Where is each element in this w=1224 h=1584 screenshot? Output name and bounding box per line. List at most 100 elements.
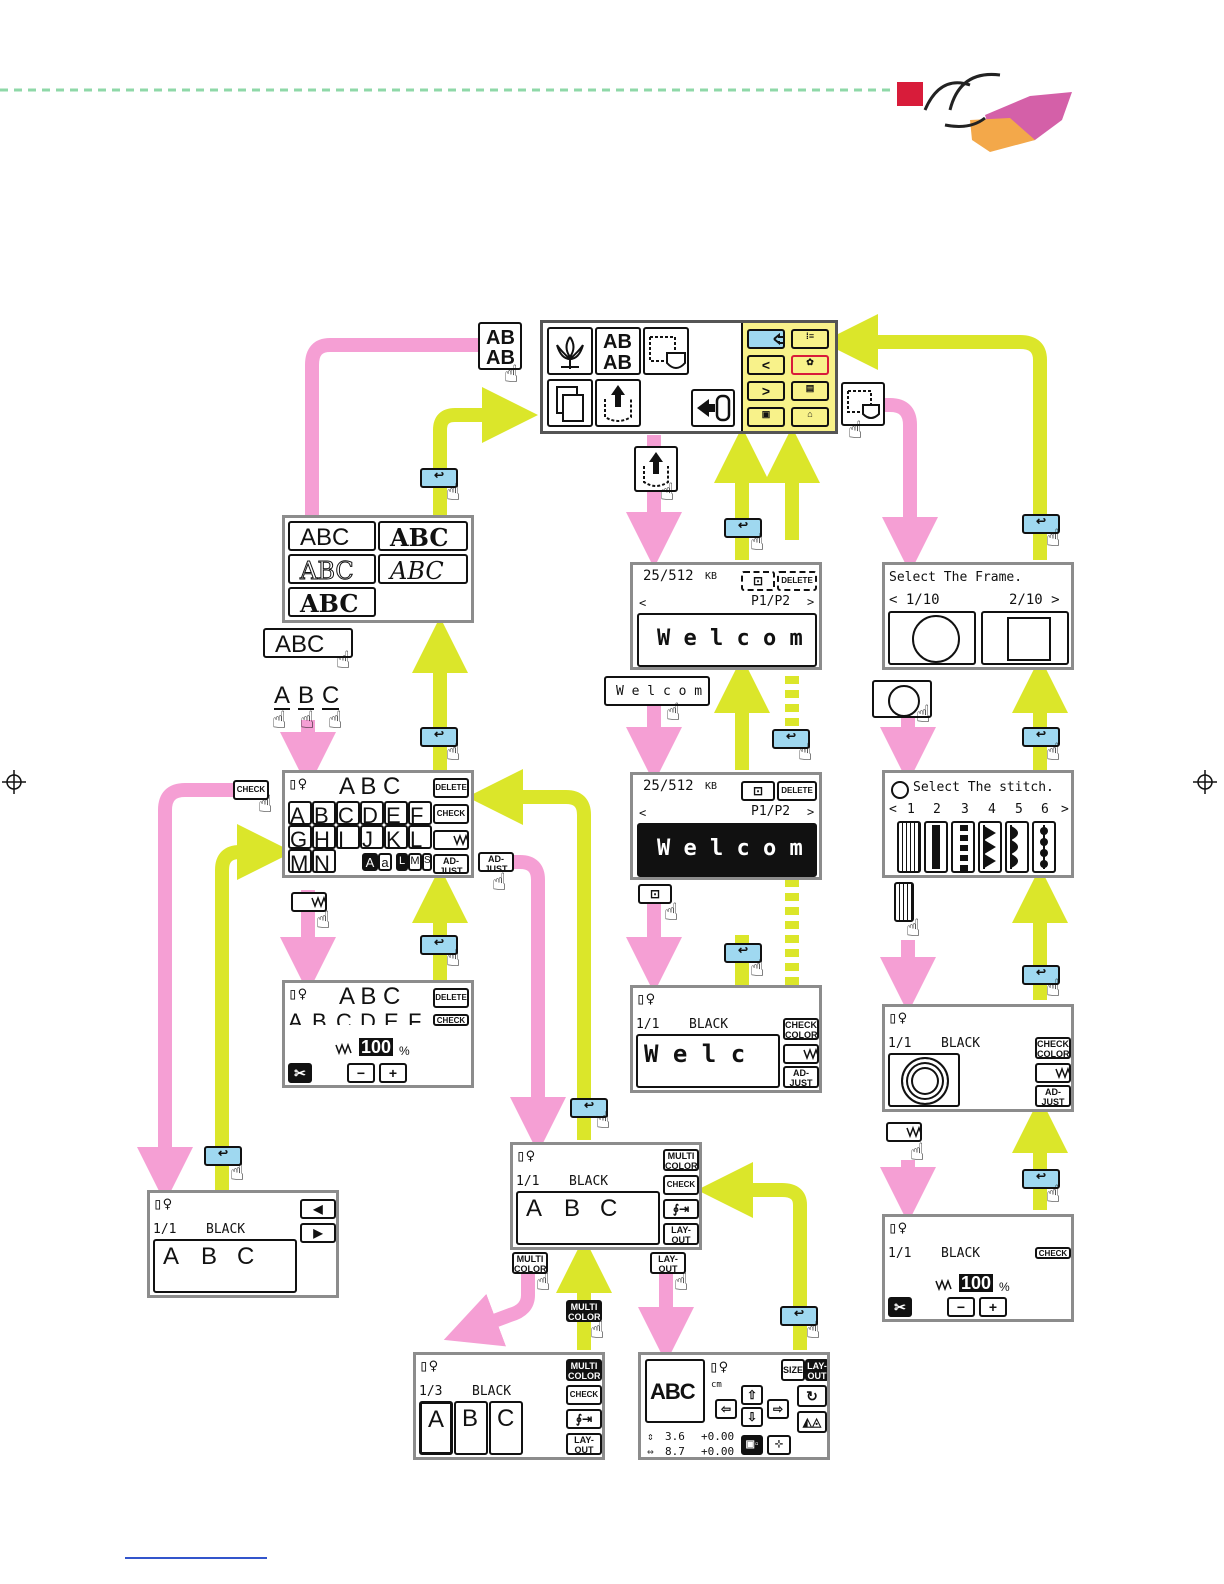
density-plus-button[interactable]: + (379, 1063, 407, 1083)
frame-square-button[interactable] (981, 611, 1069, 665)
end-button[interactable] (691, 389, 735, 427)
move-left-button[interactable]: ⇦ (715, 1399, 737, 1419)
memory-item-selected[interactable]: W e l c o m (637, 823, 817, 877)
thread-cut-button[interactable]: ∮⇥ (566, 1409, 602, 1429)
rotate-button[interactable]: ↻ (797, 1385, 827, 1407)
back-button[interactable]: ↩ (570, 1098, 608, 1118)
memory-hint-button[interactable] (634, 446, 678, 492)
page-prev[interactable]: < (639, 596, 647, 610)
setting-button[interactable]: ⌂ (791, 407, 829, 427)
back-button[interactable]: ↩ (420, 727, 458, 747)
frame-circle-hint[interactable] (872, 680, 932, 718)
next-pattern-button[interactable]: ▶ (300, 1223, 336, 1243)
letter-key[interactable]: G (288, 825, 312, 852)
back-button[interactable]: ↩ (1022, 1169, 1060, 1189)
prev-pattern-button[interactable]: ◀ (300, 1199, 336, 1219)
stitch-density-button[interactable] (1035, 1063, 1071, 1083)
frame-page-next[interactable]: 2/10 > (1009, 592, 1060, 608)
letter-key[interactable]: K (384, 825, 408, 852)
delete-button[interactable]: DELETE (777, 571, 817, 591)
letter-block[interactable]: A (419, 1401, 453, 1455)
center-button[interactable]: ⊹ (767, 1435, 791, 1455)
layout-button[interactable]: LAY-OUT (805, 1359, 827, 1381)
next-button[interactable]: > (747, 381, 785, 401)
letter-key[interactable]: E (384, 801, 408, 828)
scissors-button[interactable]: ✂ (288, 1063, 312, 1083)
prev-button[interactable]: < (747, 355, 785, 375)
check-button[interactable]: CHECK (433, 804, 469, 824)
embroidery-pattern-button[interactable] (547, 327, 593, 375)
memory-save-button[interactable]: ⊡ (741, 571, 775, 591)
size-button[interactable]: SIZE (781, 1359, 805, 1381)
delete-button[interactable]: DELETE (433, 988, 469, 1008)
letter-key[interactable]: D (360, 801, 384, 828)
adjust-button[interactable]: AD-JUST (433, 854, 469, 874)
letter-key[interactable]: A (288, 801, 312, 828)
letter-key[interactable]: C (336, 801, 360, 828)
font-button[interactable]: ABC (378, 554, 468, 584)
back-button[interactable]: ↩ (1022, 965, 1060, 985)
mirror-button[interactable]: ◭◬ (797, 1411, 827, 1433)
letter-block[interactable]: B (454, 1401, 488, 1455)
density-minus-button[interactable]: − (947, 1297, 975, 1317)
thread-cut-button[interactable]: ∮⇥ (663, 1199, 699, 1219)
font-button[interactable]: ABC (288, 521, 376, 551)
adjust-button[interactable]: AD-JUST (783, 1066, 819, 1088)
back-button[interactable]: ↩ (420, 935, 458, 955)
letter-key[interactable]: H (312, 825, 336, 852)
back-button[interactable] (747, 329, 785, 349)
stitch-option[interactable] (951, 821, 975, 873)
frame-circle-button[interactable] (888, 611, 976, 665)
uppercase-key[interactable]: A (362, 853, 378, 871)
stitch-option[interactable] (1005, 821, 1029, 873)
back-button[interactable]: ↩ (772, 729, 810, 749)
size-small-key[interactable]: S (422, 853, 432, 871)
letter-key[interactable]: L (408, 825, 432, 852)
size-medium-key[interactable]: M (408, 853, 422, 871)
back-button[interactable]: ↩ (420, 468, 458, 488)
stitch-density-button[interactable] (783, 1044, 819, 1064)
move-right-button[interactable]: ⇨ (767, 1399, 789, 1419)
presser-button[interactable]: ⁞≡ (791, 329, 829, 349)
letter-key[interactable]: B (312, 801, 336, 828)
stitch-density-button[interactable] (433, 830, 469, 850)
lowercase-key[interactable]: a (378, 853, 392, 871)
font-button[interactable]: ABC (288, 554, 376, 584)
frame-pattern-button[interactable] (643, 327, 689, 375)
character-hint-button[interactable]: AB AB (478, 322, 522, 370)
page-prev[interactable]: < (639, 806, 647, 820)
font-pick-hint[interactable]: ABC (263, 628, 353, 658)
move-down-button[interactable]: ⇩ (741, 1407, 763, 1427)
delete-button[interactable]: DELETE (433, 778, 469, 798)
check-hint-button[interactable]: CHECK (233, 780, 269, 800)
back-button[interactable]: ↩ (204, 1146, 242, 1166)
delete-button[interactable]: DELETE (777, 781, 817, 801)
help-button[interactable]: ▤ (791, 381, 829, 401)
back-button[interactable]: ↩ (724, 518, 762, 538)
stitch-option[interactable] (924, 821, 948, 873)
letter-block[interactable]: C (489, 1401, 523, 1455)
memory-button[interactable]: ▣ (747, 407, 785, 427)
stitch-option[interactable] (897, 821, 921, 873)
stitch-option[interactable] (1032, 821, 1056, 873)
back-button[interactable]: ↩ (1022, 514, 1060, 534)
font-button[interactable]: ABC (288, 587, 376, 617)
back-button[interactable]: ↩ (724, 943, 762, 963)
memory-recall-button[interactable] (595, 379, 641, 427)
frame-page-prev[interactable]: < 1/10 (889, 592, 940, 608)
letter-key[interactable]: I (336, 825, 360, 852)
letter-key[interactable]: F (408, 801, 432, 828)
page-next[interactable]: > (807, 805, 815, 819)
font-button[interactable]: ABC (378, 521, 468, 551)
layout-button[interactable]: LAY-OUT (663, 1223, 699, 1245)
stitch-option[interactable] (978, 821, 1002, 873)
character-button[interactable]: AB AB (595, 327, 641, 375)
adjust-hint-button[interactable]: AD-JUST (478, 852, 514, 872)
stitch-density-hint-button[interactable] (886, 1122, 922, 1142)
size-large-key[interactable]: L (396, 853, 408, 871)
